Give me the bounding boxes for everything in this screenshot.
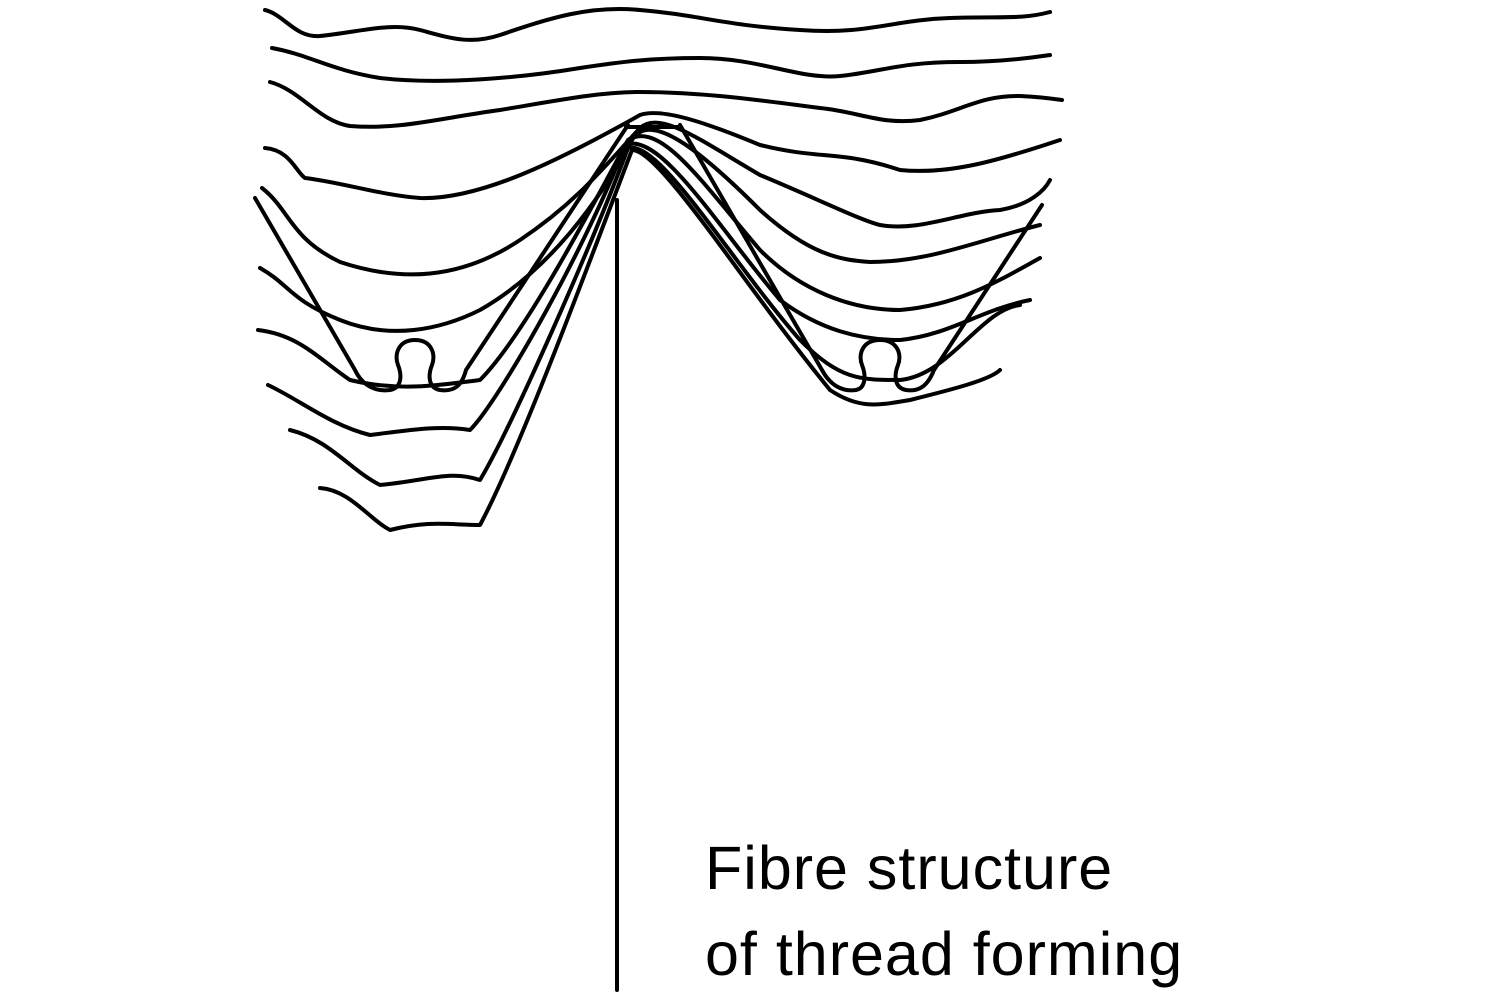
- thread-teeth: [253, 123, 1044, 393]
- fibre-line: [260, 120, 1052, 277]
- fibre-line: [288, 145, 1022, 487]
- fibre-lines: [256, 6, 1064, 532]
- diagram-label-line-2: of thread forming: [705, 920, 1184, 988]
- diagram-label-line-1: Fibre structure: [705, 834, 1114, 902]
- fibre-line: [318, 148, 1002, 532]
- right-tooth-outline: [678, 123, 1044, 393]
- fibre-line: [266, 141, 1032, 437]
- left-tooth-outline: [253, 123, 630, 393]
- fibre-line: [268, 80, 1064, 129]
- fibre-line: [270, 46, 1052, 83]
- fibre-line: [256, 134, 1042, 389]
- fibre-line: [263, 6, 1052, 42]
- fibre-line: [263, 111, 1062, 201]
